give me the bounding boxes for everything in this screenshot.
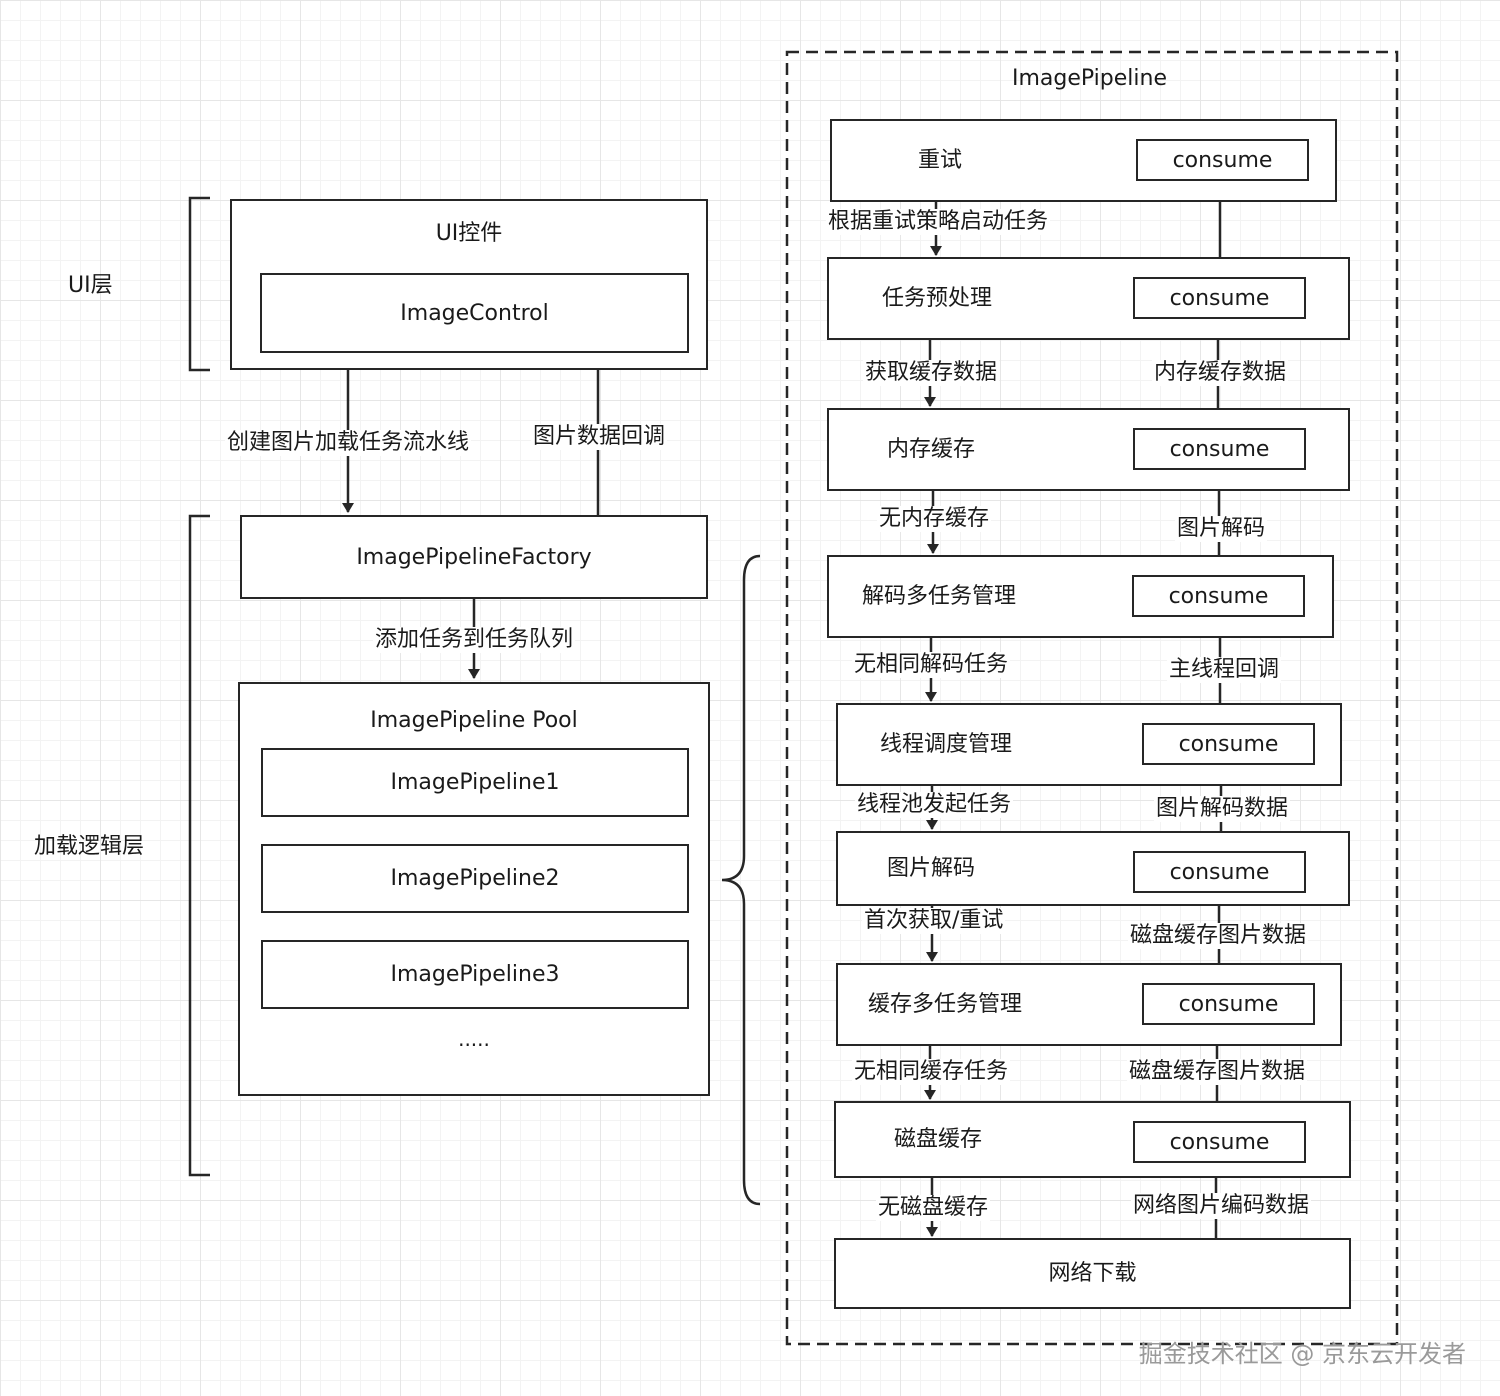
pipeline-pool-title: ImagePipeline Pool (370, 708, 578, 733)
pipeline-curly-brace (721, 554, 761, 1206)
up-flow-label: 主线程回调 (1167, 657, 1282, 683)
consume-box: consume (1133, 428, 1306, 470)
pipeline-step-box: 内存缓存 consume (827, 408, 1350, 491)
up-flow-label: 磁盘缓存图片数据 (1127, 1059, 1308, 1085)
pipeline-step-label: 网络下载 (1048, 1260, 1137, 1286)
pipeline-factory-box: ImagePipelineFactory (240, 515, 708, 599)
load-layer-bracket (188, 514, 210, 1177)
up-flow-label: 图片解码数据 (1154, 796, 1291, 822)
pipeline-step-box: 图片解码 consume (836, 831, 1350, 906)
pipeline-item-label: ImagePipeline1 (390, 770, 560, 795)
down-flow-label: 根据重试策略启动任务 (826, 209, 1051, 235)
image-callback-label: 图片数据回调 (531, 424, 668, 450)
ui-control-title: UI控件 (435, 221, 503, 246)
image-control-label: ImageControl (400, 300, 549, 326)
pipeline-step-label: 重试 (918, 147, 963, 173)
pipeline-step-label: 解码多任务管理 (862, 583, 1017, 609)
down-flow-label: 获取缓存数据 (863, 360, 1000, 386)
pipeline-more-ellipsis: ..... (458, 1027, 490, 1051)
consume-box: consume (1136, 139, 1309, 181)
pipeline-step-box: 磁盘缓存 consume (834, 1101, 1351, 1178)
pipeline-step-box: 线程调度管理 consume (836, 703, 1342, 786)
up-flow-label: 磁盘缓存图片数据 (1128, 923, 1309, 949)
up-flow-label: 图片解码 (1175, 516, 1268, 542)
consume-box: consume (1133, 277, 1306, 319)
consume-box: consume (1142, 723, 1315, 765)
pipeline-step-label: 缓存多任务管理 (868, 991, 1023, 1017)
consume-box: consume (1142, 983, 1315, 1025)
pipeline-container (785, 50, 1399, 1346)
pipeline-step-label: 图片解码 (887, 855, 976, 881)
down-flow-label: 无相同解码任务 (852, 652, 1011, 678)
pipeline-step-box: 解码多任务管理 consume (827, 555, 1334, 638)
image-control-box: ImageControl (260, 273, 689, 353)
pipeline-step-box: 缓存多任务管理 consume (836, 963, 1342, 1046)
consume-box: consume (1133, 851, 1306, 893)
down-flow-label: 无磁盘缓存 (876, 1195, 991, 1221)
ui-layer-label: UI层 (68, 273, 113, 298)
pipeline-item: ImagePipeline2 (261, 844, 689, 913)
ui-layer-bracket (188, 196, 210, 372)
pipeline-item-label: ImagePipeline3 (390, 962, 560, 987)
pipeline-step-label: 内存缓存 (887, 436, 976, 462)
pipeline-step-label: 线程调度管理 (880, 731, 1013, 757)
ui-control-box: UI控件 ImageControl (230, 199, 708, 370)
down-flow-label: 无内存缓存 (877, 506, 992, 532)
pipeline-title: ImagePipeline (1012, 66, 1167, 91)
pipeline-step-box: 网络下载 (834, 1238, 1351, 1309)
pipeline-item: ImagePipeline1 (261, 748, 689, 817)
down-flow-label: 无相同缓存任务 (852, 1059, 1011, 1085)
down-flow-label: 首次获取/重试 (862, 908, 1006, 934)
up-flow-label: 网络图片编码数据 (1131, 1193, 1312, 1219)
create-pipeline-label: 创建图片加载任务流水线 (225, 430, 472, 456)
pipeline-step-box: 重试 consume (830, 119, 1337, 202)
load-layer-label: 加载逻辑层 (34, 834, 145, 859)
down-flow-label: 线程池发起任务 (855, 792, 1014, 818)
pipeline-step-label: 磁盘缓存 (894, 1126, 983, 1152)
pipeline-step-label: 任务预处理 (882, 285, 993, 311)
up-flow-label: 内存缓存数据 (1152, 360, 1289, 386)
watermark: 掘金技术社区 @ 京东云开发者 (1138, 1340, 1466, 1368)
pipeline-item-label: ImagePipeline2 (390, 866, 560, 891)
pipeline-item: ImagePipeline3 (261, 940, 689, 1009)
pipeline-step-box: 任务预处理 consume (827, 257, 1350, 340)
pipeline-pool-box: ImagePipeline Pool ImagePipeline1 ImageP… (238, 682, 710, 1096)
add-task-label: 添加任务到任务队列 (373, 627, 576, 653)
pipeline-factory-label: ImagePipelineFactory (356, 544, 592, 570)
consume-box: consume (1132, 575, 1305, 617)
consume-box: consume (1133, 1121, 1306, 1163)
